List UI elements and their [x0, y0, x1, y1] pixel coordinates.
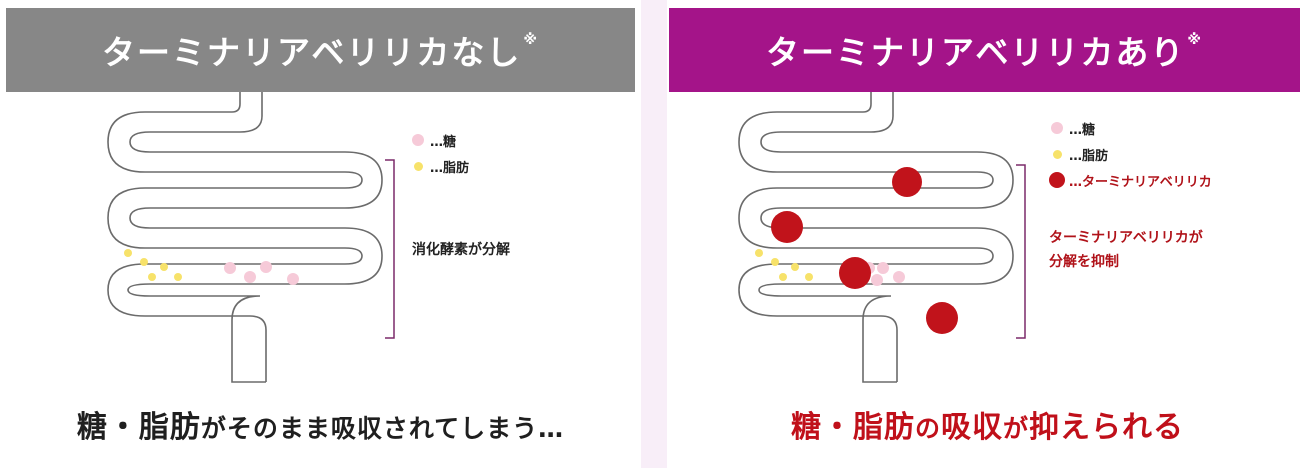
panel-without: ターミナリアベリリカなし※ …糖 …脂肪 消化酵素が分解 糖・脂肪がそのまま吸収…: [0, 0, 641, 468]
legend-label: …ターミナリアベリリカ: [1069, 174, 1212, 190]
bracket: [1016, 164, 1026, 339]
terminalia-particle: [839, 257, 871, 289]
intestine-outline: [107, 92, 363, 382]
caption-particle: が: [1003, 414, 1030, 443]
caption-particle: の: [914, 414, 941, 443]
panel-title-with: ターミナリアベリリカあり※: [669, 8, 1300, 92]
legend: …糖 …脂肪 …ターミナリアベリリカ: [1049, 115, 1212, 193]
panel-title-without: ターミナリアベリリカなし※: [6, 8, 635, 92]
intestine-outline: [738, 92, 994, 382]
intestine-outline-outer: [127, 92, 383, 383]
annotation-enzyme: 消化酵素が分解: [412, 242, 510, 258]
panel-title-text: ターミナリアベリリカあり: [766, 33, 1186, 72]
legend-label: …脂肪: [430, 160, 470, 176]
sugar-dot-icon: [1051, 122, 1063, 134]
annotation-inhibit: ターミナリアベリリカが 分解を抑制: [1049, 226, 1203, 274]
note-mark: ※: [523, 32, 539, 48]
fat-particle: [791, 263, 799, 271]
terminalia-particle: [771, 211, 803, 243]
caption-emphasis: 吸収: [941, 410, 1003, 445]
caption-emphasis: 糖・脂肪: [790, 410, 915, 445]
legend-item-fat: …脂肪: [1051, 141, 1212, 167]
intestine-diagram-without: [107, 92, 395, 383]
fat-particle: [771, 258, 779, 266]
terminalia-dot-icon: [1049, 172, 1065, 188]
terminalia-particle: [926, 302, 958, 334]
caption-with: 糖・脂肪の吸収が抑えられる: [667, 402, 1308, 446]
sugar-particle: [260, 261, 272, 273]
fat-particle: [174, 273, 182, 281]
fat-particle: [805, 273, 813, 281]
caption-rest: がそのまま吸収されてしまう…: [200, 414, 565, 443]
sugar-particle: [224, 262, 236, 274]
caption-emphasis: 糖・脂肪: [76, 410, 201, 445]
legend-label: …脂肪: [1069, 148, 1109, 164]
fat-dot-icon: [1053, 149, 1062, 159]
legend-label: …糖: [1069, 122, 1096, 138]
annotation-line: 分解を抑制: [1049, 254, 1119, 270]
fat-particle: [160, 263, 168, 271]
terminalia-particle: [892, 167, 922, 197]
intestine-diagram-with: [738, 92, 1026, 383]
fat-particle: [140, 258, 148, 266]
note-mark: ※: [1187, 32, 1203, 48]
caption-emphasis: 抑えられる: [1029, 410, 1185, 445]
legend: …糖 …脂肪: [412, 127, 469, 179]
fat-particle: [148, 273, 156, 281]
sugar-particle: [893, 271, 905, 283]
legend-label: …糖: [430, 134, 457, 150]
legend-item-fat: …脂肪: [412, 153, 469, 179]
annotation-line: ターミナリアベリリカが: [1049, 230, 1203, 246]
intestine-outline-outer: [758, 92, 1014, 383]
fat-particle: [124, 249, 132, 257]
legend-item-sugar: …糖: [412, 127, 469, 153]
fat-dot-icon: [414, 161, 423, 171]
legend-item-terminalia: …ターミナリアベリリカ: [1049, 167, 1212, 193]
bracket: [385, 159, 395, 339]
sugar-particle: [244, 271, 256, 283]
panel-with: ターミナリアベリリカあり※ …糖 …脂肪 …ターミナリアベリリカ: [667, 0, 1308, 468]
sugar-particle: [287, 273, 299, 285]
sugar-dot-icon: [412, 134, 424, 146]
sugar-particle: [877, 262, 889, 274]
caption-without: 糖・脂肪がそのまま吸収されてしまう…: [0, 402, 641, 446]
sugar-particle: [871, 274, 883, 286]
fat-particle: [779, 273, 787, 281]
fat-particle: [755, 249, 763, 257]
panel-divider: [641, 0, 667, 468]
legend-item-sugar: …糖: [1051, 115, 1212, 141]
panel-title-text: ターミナリアベリリカなし: [102, 33, 522, 72]
